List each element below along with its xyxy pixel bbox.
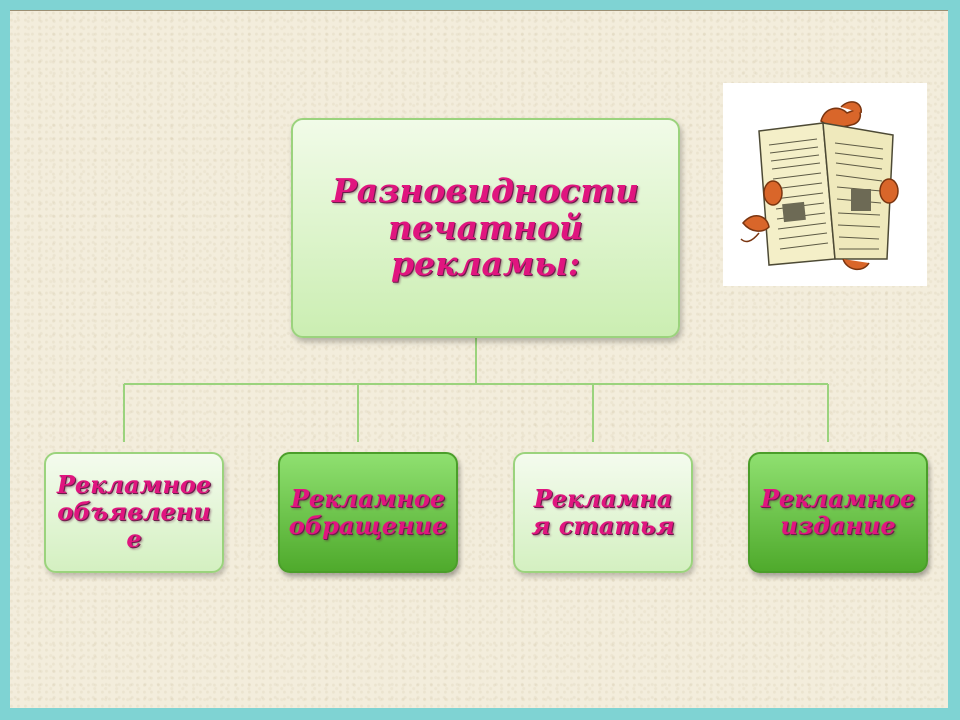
child-node-label: Рекламна я статья: [531, 483, 675, 540]
child-node-advertisement-appeal: Рекламное обращение: [278, 452, 458, 573]
root-node-label: Разновидности печатной рекламы:: [311, 170, 660, 284]
child-node-advertisement-announcement: Рекламное объявлени е: [44, 452, 224, 573]
child-node-label: Рекламное обращение: [288, 483, 448, 540]
child-node-label: Рекламное издание: [760, 483, 916, 540]
child-node-line: е: [126, 523, 142, 553]
newspaper-dog-illustration: [723, 83, 927, 286]
child-node-line: Рекламное: [56, 470, 212, 500]
child-node-line: объявлени: [57, 497, 211, 527]
child-node-advertisement-article: Рекламна я статья: [513, 452, 693, 573]
child-node-line: издание: [780, 510, 896, 540]
newspaper-reading-dog-icon: [740, 101, 899, 271]
child-node-advertisement-publication: Рекламное издание: [748, 452, 928, 573]
child-node-line: Рекламна: [533, 483, 673, 513]
slide: Разновидности печатной рекламы: Рекламно…: [10, 10, 948, 708]
root-node: Разновидности печатной рекламы:: [291, 118, 680, 338]
child-node-line: Рекламное: [760, 483, 916, 513]
child-node-line: Рекламное: [290, 483, 446, 513]
child-node-line: обращение: [288, 510, 448, 540]
root-node-line: печатной рекламы:: [388, 207, 583, 284]
child-node-line: я статья: [531, 510, 675, 540]
connector-lines: [123, 328, 829, 442]
root-node-line: Разновидности: [331, 170, 639, 210]
child-node-label: Рекламное объявлени е: [56, 470, 212, 553]
